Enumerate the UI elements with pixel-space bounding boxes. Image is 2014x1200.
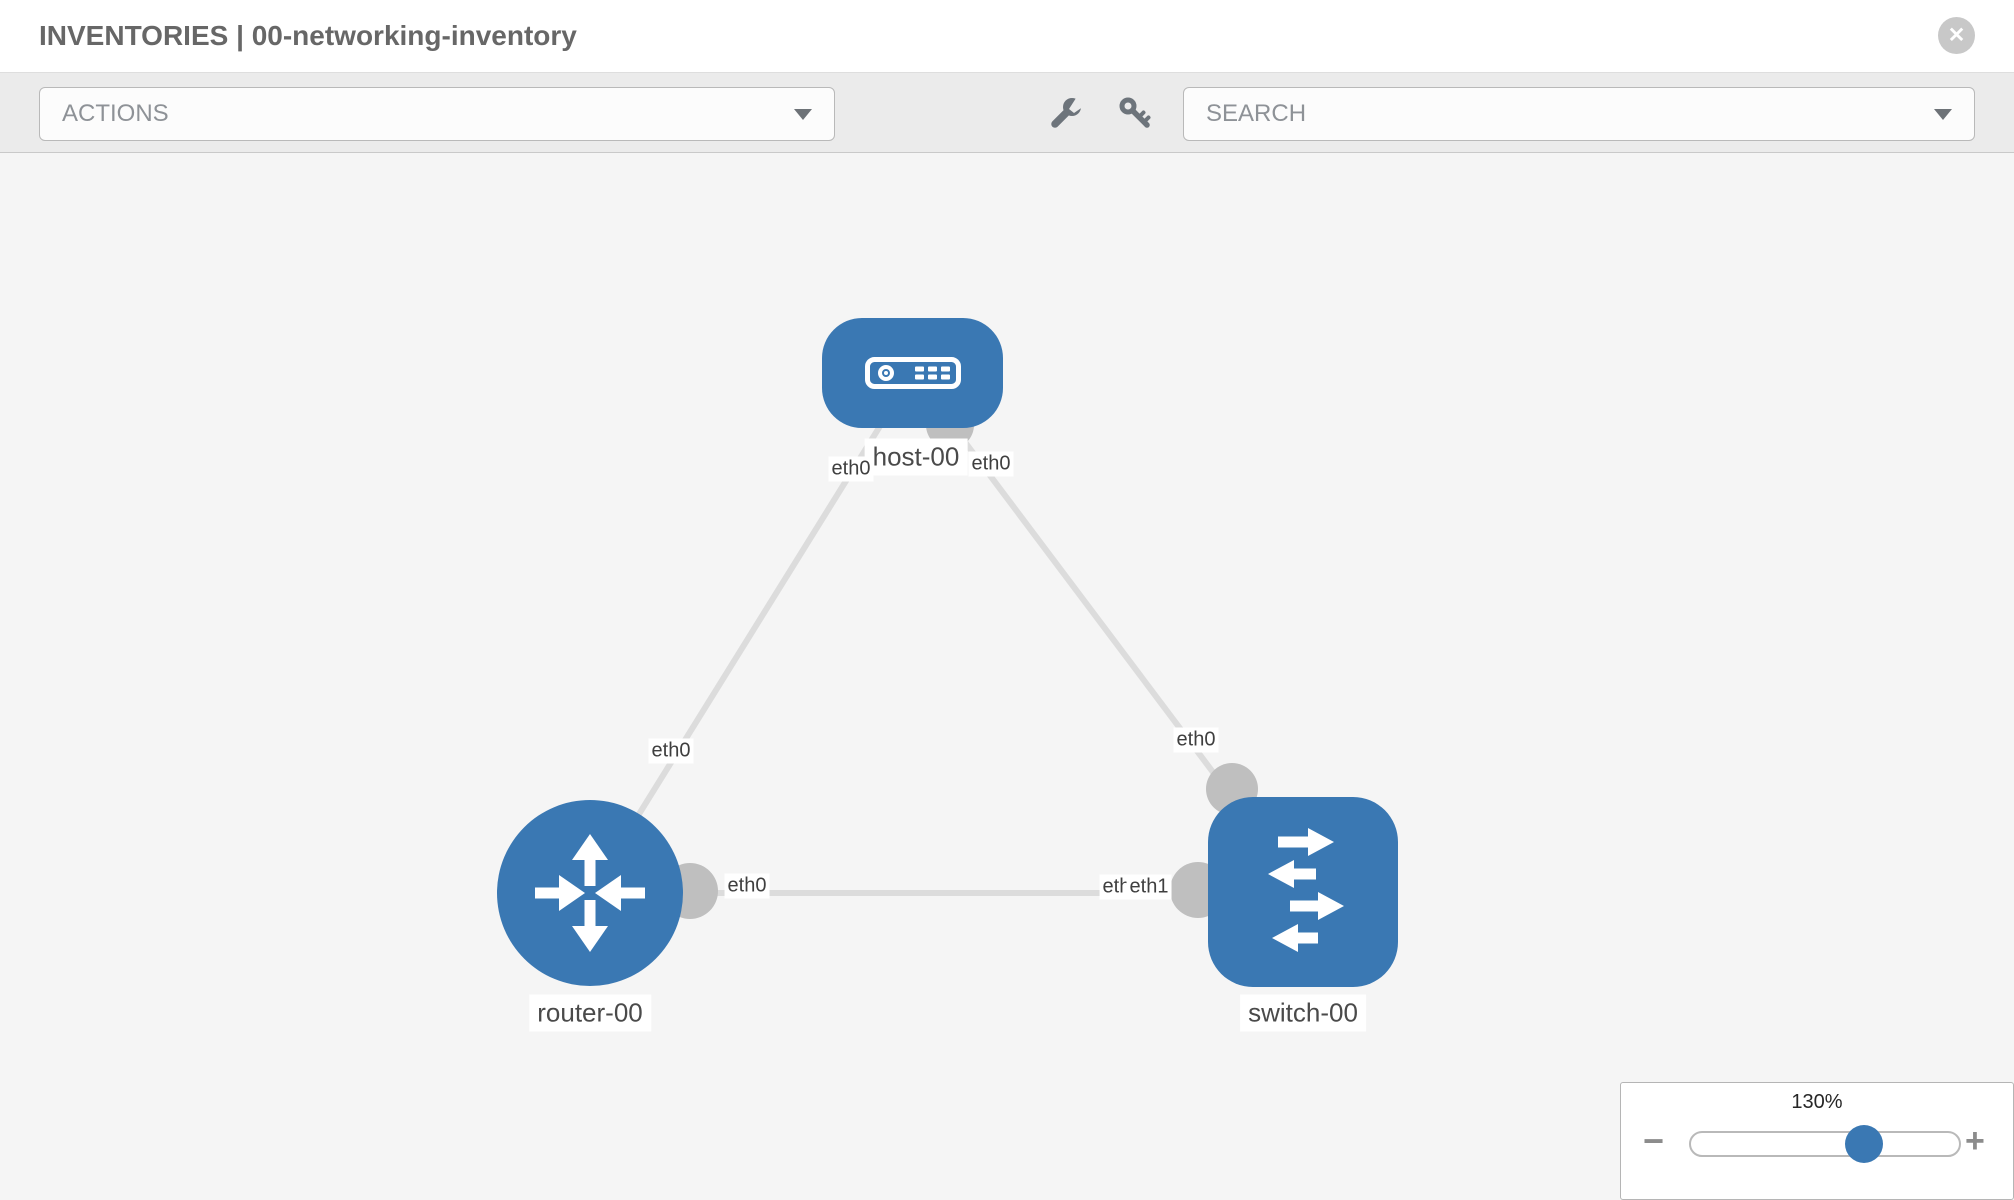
interface-label-host-right: eth0	[968, 451, 1014, 477]
zoom-slider-thumb[interactable]	[1845, 1125, 1883, 1163]
actions-dropdown-label: ACTIONS	[62, 100, 169, 127]
page-title: INVENTORIES | 00-networking-inventory	[39, 20, 577, 51]
close-button[interactable]: ✕	[1938, 17, 1975, 54]
node-host-00[interactable]	[822, 318, 1003, 428]
chevron-down-icon	[1934, 108, 1952, 120]
zoom-level-label: 130%	[1791, 1091, 1843, 1113]
key-icon	[1119, 97, 1151, 128]
toolbar: ACTIONS SEARCH	[0, 73, 2014, 153]
panel-header: INVENTORIES | 00-networking-inventory ✕	[0, 0, 2014, 73]
interface-label-router-right: eth0	[724, 873, 770, 899]
wrench-icon	[1051, 95, 1084, 128]
chevron-down-icon	[794, 108, 812, 120]
switch-icon	[1268, 828, 1344, 952]
node-switch-00[interactable]	[1208, 797, 1398, 987]
router-icon	[535, 834, 645, 952]
interface-label-host-left: eth0	[828, 456, 874, 482]
node-label-switch: switch-00	[1240, 994, 1366, 1032]
topology-canvas[interactable]: host-00 router-00 switch-00 eth0 eth0 et…	[0, 153, 2014, 1200]
search-dropdown-label: SEARCH	[1206, 100, 1307, 127]
actions-dropdown[interactable]: ACTIONS	[39, 87, 835, 141]
interface-label-switch-top: eth0	[1173, 727, 1219, 753]
zoom-control-panel: 130% − +	[1620, 1082, 2014, 1200]
zoom-slider-track[interactable]	[1689, 1131, 1961, 1157]
key-button[interactable]	[1115, 94, 1153, 132]
search-dropdown[interactable]: SEARCH	[1183, 87, 1975, 141]
zoom-out-button[interactable]: −	[1643, 1123, 1664, 1159]
node-router-00[interactable]	[497, 800, 683, 986]
node-label-host: host-00	[864, 438, 968, 476]
wrench-button[interactable]	[1047, 94, 1085, 132]
interface-label-router-top: eth0	[648, 738, 694, 764]
zoom-in-button[interactable]: +	[1965, 1124, 1985, 1158]
plus-icon: +	[1965, 1122, 1985, 1160]
close-icon: ✕	[1947, 24, 1966, 47]
host-icon	[864, 357, 961, 389]
links-layer	[587, 371, 1306, 919]
interface-label-switch-left: eth1	[1126, 874, 1172, 900]
minus-icon: −	[1643, 1120, 1665, 1161]
node-label-router: router-00	[529, 994, 651, 1032]
